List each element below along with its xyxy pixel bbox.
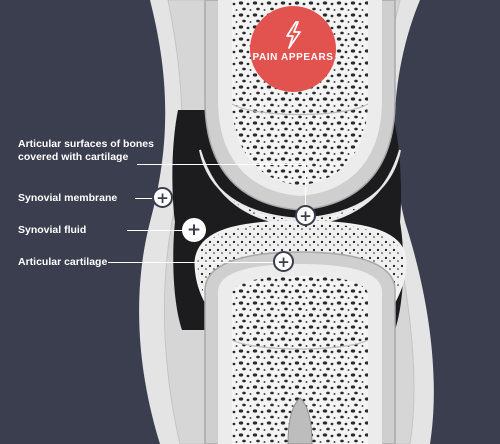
upper-bone-growth-line	[231, 103, 369, 116]
label-synovial-fluid: Synovial fluid	[18, 224, 87, 236]
leader-articular-surfaces-vertical	[305, 164, 306, 208]
hotspot-synovial-fluid[interactable]: +	[182, 218, 206, 242]
lower-marrow-cavity	[287, 397, 313, 444]
lightning-bolt-icon	[286, 21, 301, 49]
lower-bone-growth-line	[231, 339, 369, 350]
leader-articular-surfaces	[137, 164, 305, 165]
upper-cartilage	[199, 149, 401, 228]
leader-articular-cartilage	[108, 262, 273, 263]
lower-bone-marrow	[232, 276, 368, 444]
label-articular-surfaces: Articular surfaces of bones covered with…	[18, 138, 154, 163]
hotspot-synovial-membrane[interactable]: +	[152, 187, 173, 208]
leader-synovial-fluid	[127, 230, 183, 231]
label-synovial-membrane: Synovial membrane	[18, 192, 118, 204]
hotspot-articular-cartilage[interactable]: +	[273, 251, 294, 272]
hotspot-articular-surfaces[interactable]: +	[295, 205, 316, 226]
leader-synovial-membrane	[135, 198, 155, 199]
pain-appears-badge[interactable]: PAIN APPEARS	[250, 6, 336, 92]
pain-appears-label: PAIN APPEARS	[252, 52, 334, 63]
label-articular-cartilage: Articular cartilage	[18, 256, 108, 268]
